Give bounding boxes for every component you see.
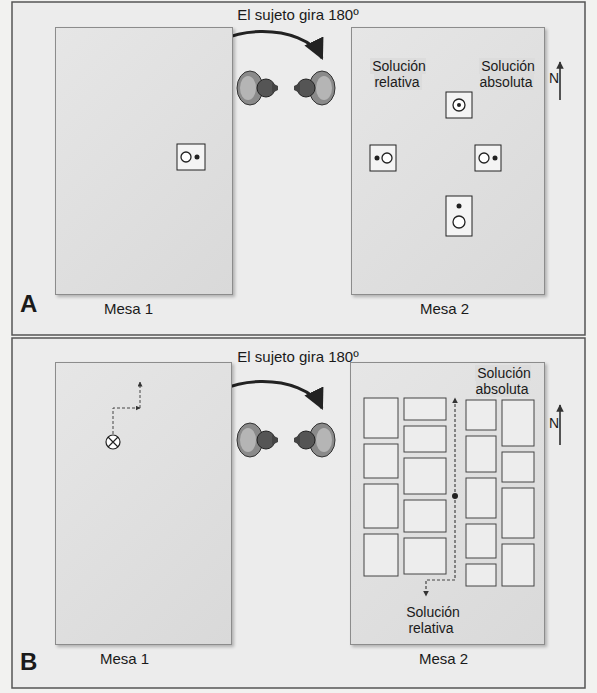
table-name: Mesa 2	[419, 650, 468, 667]
table-name: Mesa 1	[104, 300, 153, 317]
table-name: Mesa 2	[420, 300, 469, 317]
panel-letter-holder: B	[20, 648, 44, 676]
caption-text: El sujeto gira 180º	[237, 6, 358, 23]
solution-label: Solución relativa	[404, 604, 460, 636]
north-label-holder: N	[547, 415, 561, 431]
solution-label: Solución relativa	[370, 58, 426, 90]
panel-letter-holder: A	[20, 290, 44, 318]
table-box: Mesa 1	[55, 27, 233, 295]
panel-letter: A	[20, 290, 37, 317]
caption-text-holder: El sujeto gira 180º	[236, 6, 360, 23]
panel-letter: B	[20, 648, 37, 675]
table-box: Mesa 2	[350, 362, 545, 645]
solution-label-holder: Solución relativa	[358, 58, 438, 90]
solution-label: Solución absoluta	[475, 365, 531, 397]
caption-text-holder: El sujeto gira 180º	[236, 348, 360, 365]
solution-label: Solución absoluta	[479, 58, 535, 90]
solution-label-holder: Solución absoluta	[468, 58, 546, 90]
table-box: Mesa 1	[55, 362, 232, 645]
solution-label-holder: Solución relativa	[392, 604, 472, 636]
caption-text: El sujeto gira 180º	[237, 348, 358, 365]
north-label: N	[549, 415, 559, 431]
solution-label-holder: Solución absoluta	[462, 365, 544, 397]
north-label-holder: N	[547, 70, 561, 86]
table-name: Mesa 1	[100, 650, 149, 667]
north-label: N	[549, 70, 559, 86]
